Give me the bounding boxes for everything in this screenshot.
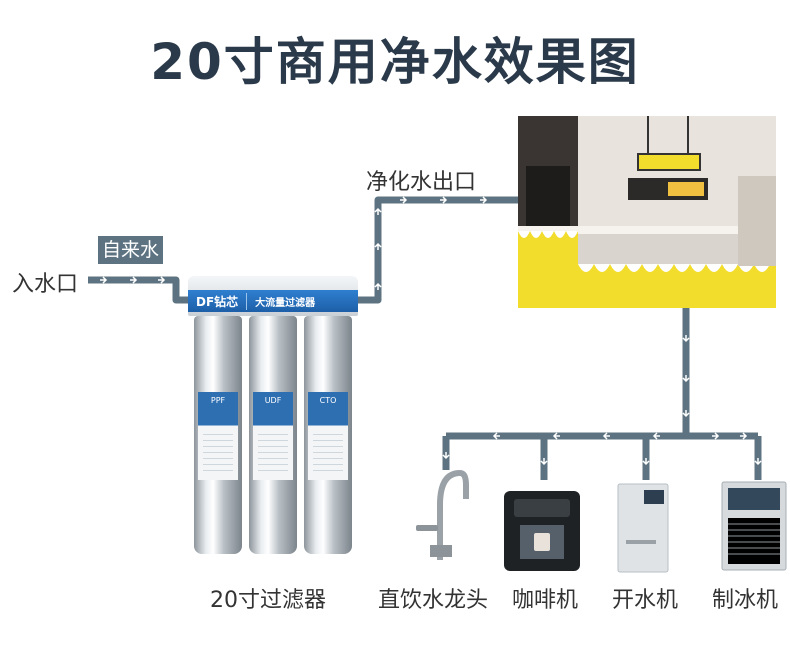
cartridge-name: PPF <box>211 396 225 405</box>
brand-subtitle: 大流量过滤器 <box>247 294 323 309</box>
appliance-label-ice: 制冰机 <box>712 582 778 614</box>
cartridge-name: UDF <box>265 396 282 405</box>
tap-water-tag: 自来水 <box>98 236 163 264</box>
cartridge-label: CTO <box>308 392 348 480</box>
shop-illustration <box>518 116 776 308</box>
outlet-label: 净化水出口 <box>366 164 476 196</box>
shop-interior-image <box>518 116 776 308</box>
cartridge-name: CTO <box>320 396 337 405</box>
cartridge-cto: CTO <box>304 316 352 554</box>
cartridge-label: UDF <box>253 392 293 480</box>
ice-maker-image <box>718 478 790 574</box>
appliance-label-faucet: 直饮水龙头 <box>378 582 488 614</box>
cartridge-udf: UDF <box>249 316 297 554</box>
filter-caption: 20寸过滤器 <box>210 582 326 614</box>
inlet-label: 入水口 <box>12 266 78 298</box>
cartridge-ppf: PPF <box>194 316 242 554</box>
cartridge-label: PPF <box>198 392 238 480</box>
outlet-pipe <box>356 200 520 300</box>
faucet-image <box>400 465 470 565</box>
water-boiler-image <box>614 480 672 576</box>
coffee-machine-image <box>500 485 584 573</box>
brand-logo: DF钻芯 <box>188 293 247 310</box>
appliance-label-coffee: 咖啡机 <box>512 582 578 614</box>
filter-unit: DF钻芯 大流量过滤器 PPF UDF CTO <box>188 276 358 566</box>
brand-bar: DF钻芯 大流量过滤器 <box>188 290 358 312</box>
appliance-label-boiler: 开水机 <box>612 582 678 614</box>
